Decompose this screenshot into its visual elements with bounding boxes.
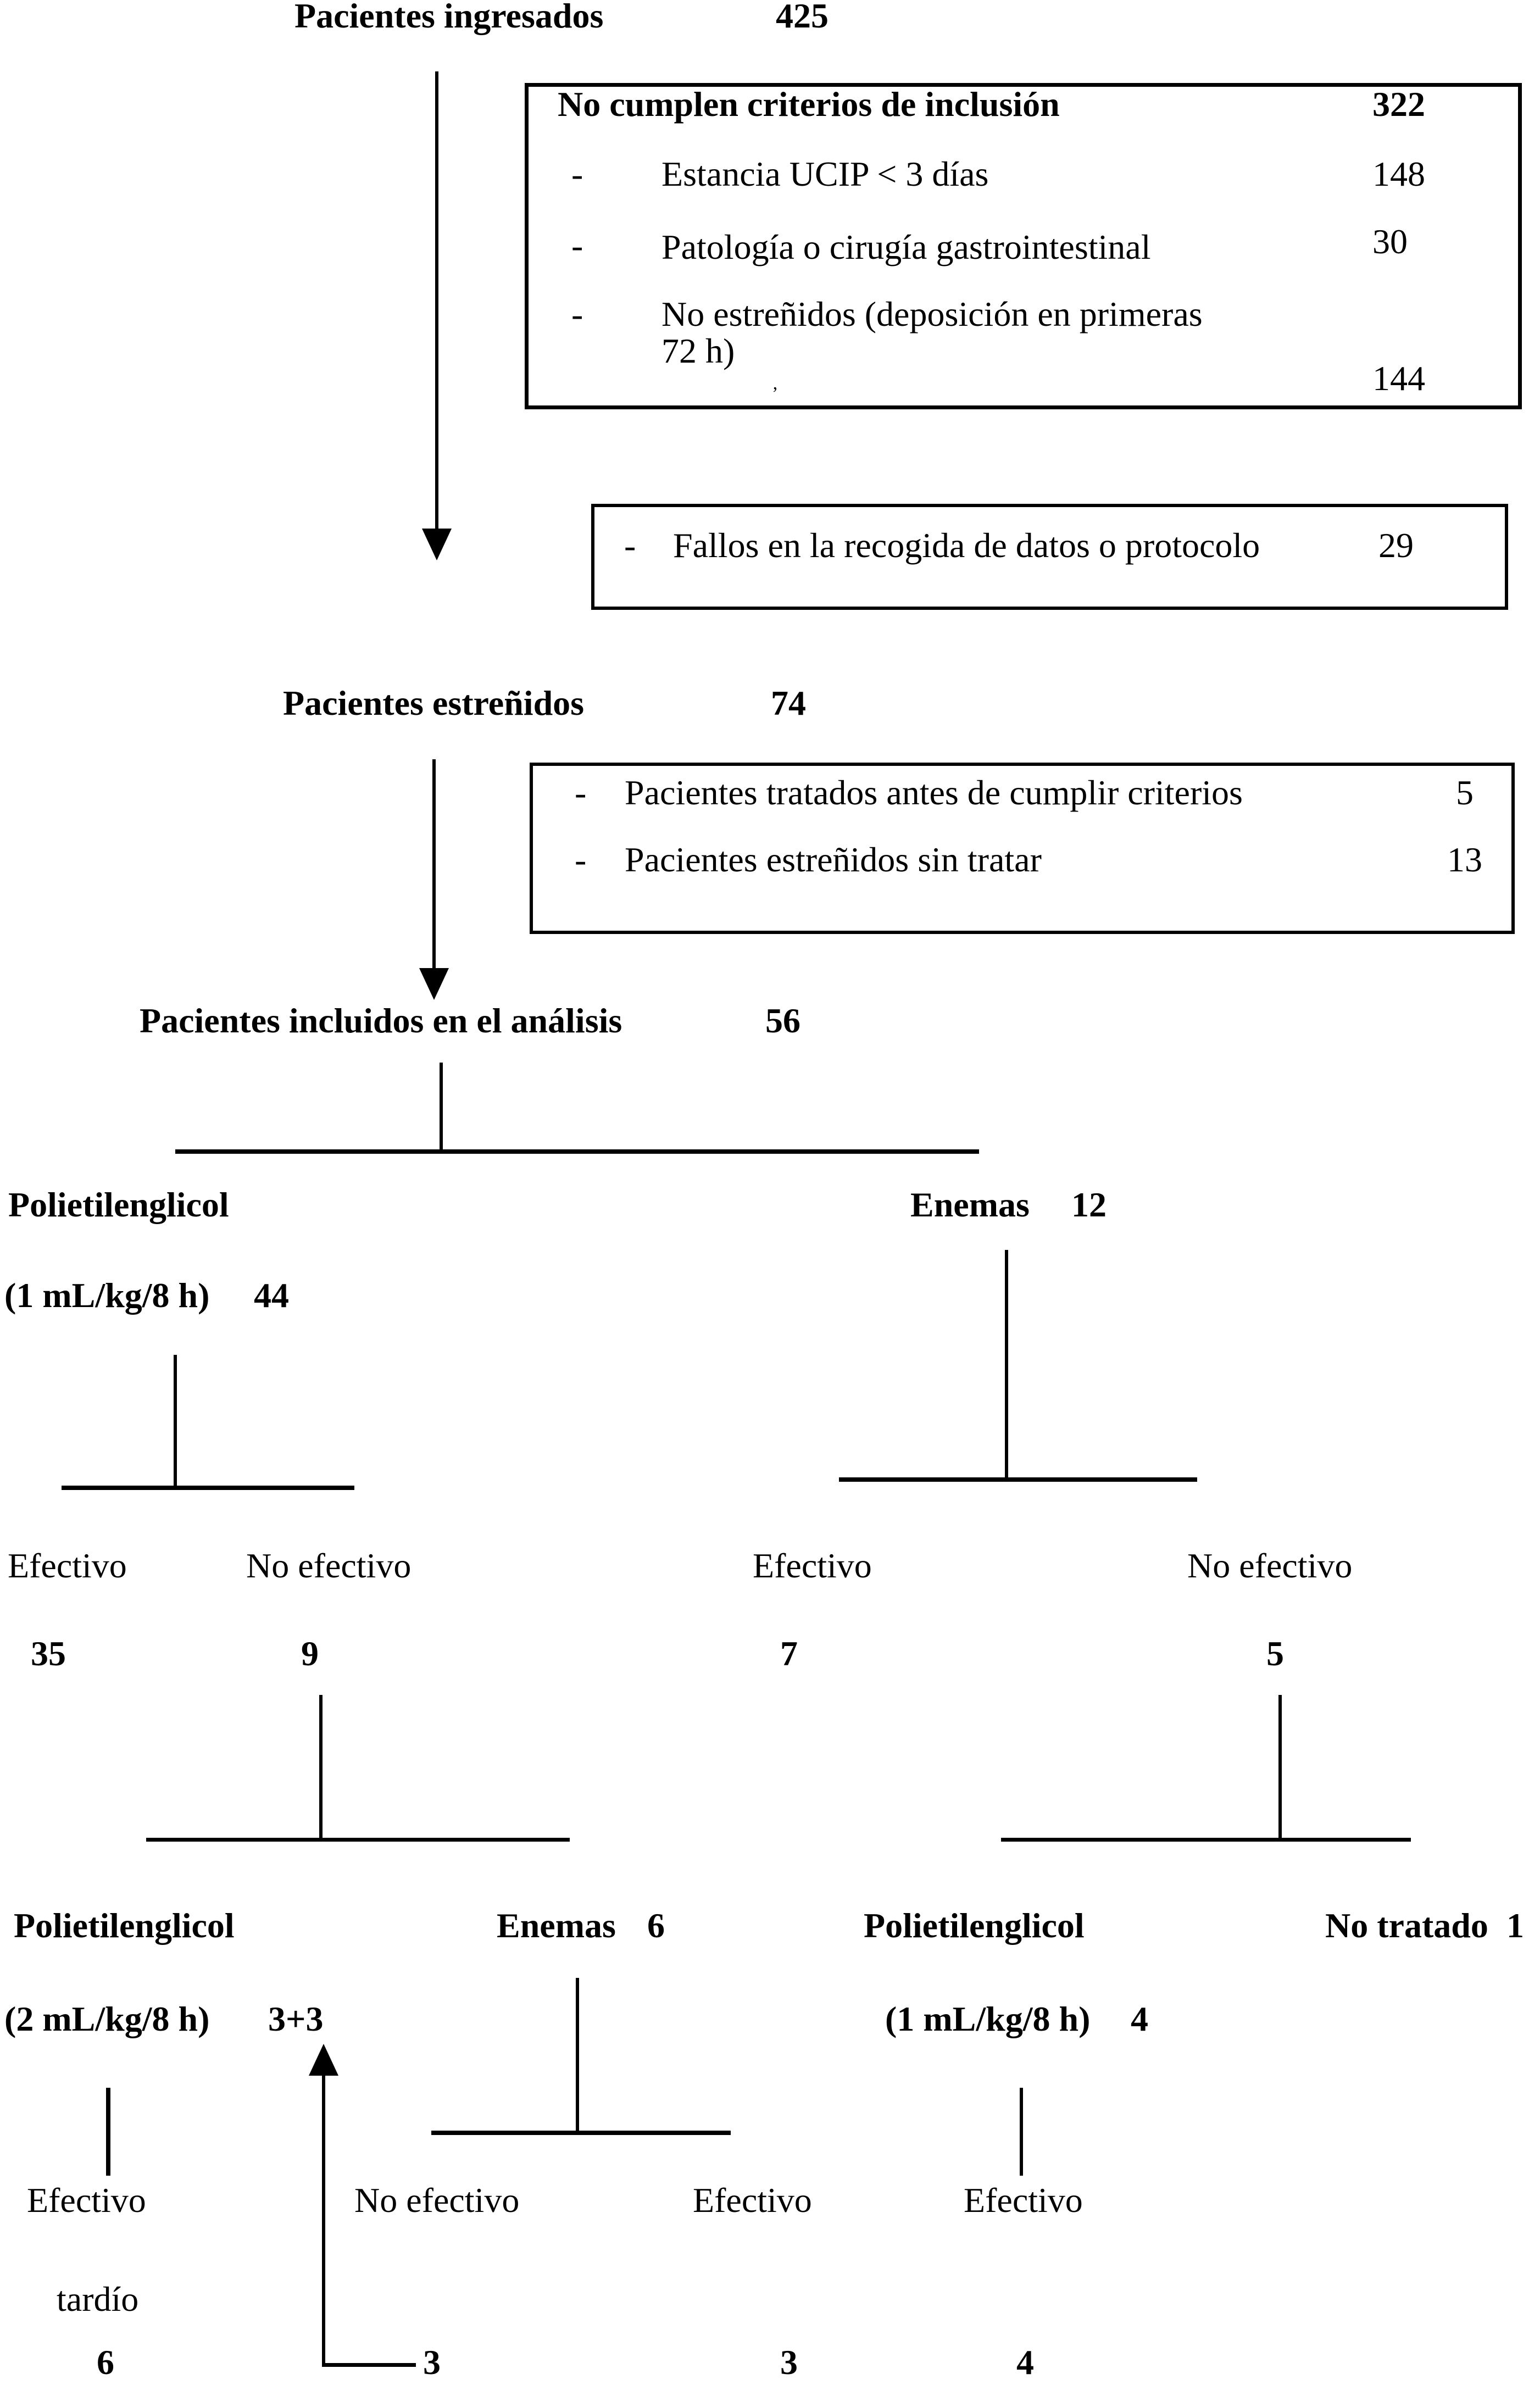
pretreat-item-count: 13 (1447, 840, 1482, 879)
exclusion-item-text-line2: 72 h) (661, 331, 735, 370)
dash-bullet: - (575, 840, 587, 879)
enema-effective-label: Efectivo (753, 1546, 872, 1585)
protocol-box (591, 504, 1508, 610)
exclusion-item-text: Patología o cirugía gastrointestinal (661, 227, 1151, 266)
peg2-arm-label: Polietilenglicol (14, 1906, 235, 1945)
exclusion-box (525, 83, 1522, 409)
enema2-non-effective-label: No efectivo (354, 2181, 520, 2220)
connector-peg-nonresp-stem (319, 1695, 323, 1839)
enema-non-effective-label: No efectivo (1187, 1546, 1353, 1585)
scan-artifact: ’ (772, 383, 779, 404)
connector-enema2-stem (576, 1978, 579, 2133)
connector-peg2-down (106, 2088, 110, 2176)
included-count: 56 (765, 1001, 800, 1040)
pretreat-box (530, 763, 1515, 934)
late-effective-label: Efectivo (27, 2181, 146, 2220)
arrow-up-icon (309, 2044, 338, 2076)
exclusion-item-count: 148 (1372, 154, 1425, 193)
dash-bullet: - (571, 226, 583, 265)
connector-enema-split-bar (839, 1477, 1197, 1482)
enema2-arm-label: Enemas (497, 1906, 616, 1945)
enema-arm-label: Enemas (910, 1185, 1030, 1224)
peg1b-effective-count: 4 (1016, 2343, 1034, 2382)
enema2-effective-count: 3 (780, 2343, 798, 2382)
connector-enema-stem (1005, 1250, 1008, 1482)
connector-peg-split-bar (62, 1486, 354, 1490)
connector-retreat-elbow (322, 2363, 416, 2367)
peg1b-effective-label: Efectivo (964, 2181, 1083, 2220)
peg2-arm-dose: (2 mL/kg/8 h) (4, 1999, 210, 2038)
connector-included-stem (440, 1063, 443, 1152)
connector-admitted-down (435, 71, 438, 530)
protocol-item-count: 29 (1378, 526, 1414, 565)
admitted-count: 425 (776, 0, 829, 35)
connector-enema-nonresp-stem (1278, 1695, 1282, 1839)
dash-bullet: - (571, 154, 583, 193)
connector-constipated-down (432, 759, 436, 969)
enema2-effective-label: Efectivo (693, 2181, 812, 2220)
peg-effective-label: Efectivo (8, 1546, 127, 1585)
constipated-label: Pacientes estreñidos (283, 683, 585, 722)
exclusion-title-count: 322 (1372, 85, 1425, 124)
dash-bullet: - (571, 294, 583, 333)
dash-bullet: - (575, 773, 587, 812)
peg2-arm-count: 3+3 (268, 1999, 324, 2038)
untreated-count: 1 (1506, 1906, 1524, 1945)
exclusion-item-count: 144 (1372, 359, 1425, 398)
exclusion-item-text: No estreñidos (deposición en primeras (661, 294, 1203, 333)
peg1b-arm-count: 4 (1131, 1999, 1148, 2038)
constipated-count: 74 (771, 683, 806, 722)
exclusion-item-count: 30 (1372, 222, 1408, 261)
enema-arm-count: 12 (1071, 1185, 1107, 1224)
enema-effective-count: 7 (780, 1634, 798, 1673)
pretreat-item-text: Pacientes estreñidos sin tratar (625, 840, 1042, 879)
enema2-arm-count: 6 (647, 1906, 665, 1945)
arrow-down-icon (419, 968, 449, 1000)
untreated-label: No tratado (1325, 1906, 1488, 1945)
included-label: Pacientes incluidos en el análisis (140, 1001, 622, 1040)
arrow-down-icon (422, 529, 452, 560)
late-effective-label-line2: tardío (57, 2280, 139, 2319)
admitted-label: Pacientes ingresados (294, 0, 604, 35)
peg1b-arm-label: Polietilenglicol (864, 1906, 1085, 1945)
connector-peg-stem (174, 1355, 177, 1490)
connector-enema-nonresp-split-bar (1001, 1838, 1411, 1842)
dash-bullet: - (624, 526, 636, 565)
enema2-non-effective-count: 3 (423, 2343, 441, 2382)
peg-non-effective-label: No efectivo (246, 1546, 412, 1585)
peg-arm-count: 44 (254, 1276, 289, 1315)
enema-non-effective-count: 5 (1266, 1634, 1284, 1673)
late-effective-count: 6 (97, 2343, 114, 2382)
connector-included-split-bar (175, 1149, 979, 1154)
connector-retreat-up (322, 2074, 325, 2367)
exclusion-title: No cumplen criterios de inclusión (558, 85, 1060, 124)
connector-peg1b-down (1020, 2088, 1023, 2176)
connector-enema2-split-bar (431, 2131, 731, 2135)
pretreat-item-text: Pacientes tratados antes de cumplir crit… (625, 773, 1243, 812)
peg-arm-label: Polietilenglicol (8, 1185, 229, 1224)
peg-effective-count: 35 (31, 1634, 66, 1673)
connector-peg-nonresp-split-bar (146, 1838, 570, 1842)
protocol-item-text: Fallos en la recogida de datos o protoco… (673, 526, 1260, 565)
exclusion-item-text: Estancia UCIP < 3 días (661, 154, 989, 193)
peg-arm-dose: (1 mL/kg/8 h) (4, 1276, 210, 1315)
peg-non-effective-count: 9 (301, 1634, 319, 1673)
peg1b-arm-dose: (1 mL/kg/8 h) (885, 1999, 1091, 2038)
pretreat-item-count: 5 (1456, 773, 1474, 812)
